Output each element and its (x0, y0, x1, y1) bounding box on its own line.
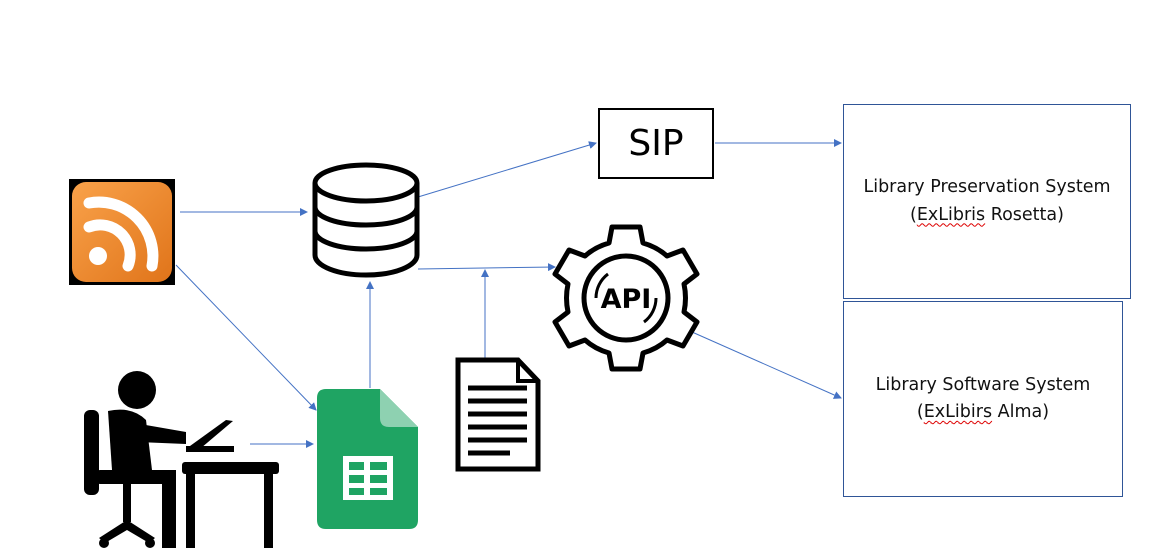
api-gear-icon: API (552, 224, 700, 372)
person-at-laptop-icon (84, 371, 279, 548)
preservation-system-box: Library Preservation System (ExLibris Ro… (843, 104, 1131, 299)
preservation-product: Rosetta) (985, 204, 1064, 225)
database-icon (312, 162, 420, 278)
spreadsheet-icon (317, 389, 418, 529)
rss-feed-icon (69, 179, 175, 285)
software-system-box: Library Software System (ExLibirs Alma) (843, 301, 1123, 497)
sip-box: SIP (598, 108, 714, 179)
arrow-database-to-sip (417, 141, 597, 198)
arrow-database-to-api (417, 263, 556, 272)
preservation-paren: ( (910, 204, 917, 225)
api-label: API (601, 284, 652, 315)
preservation-line1: Library Preservation System (863, 177, 1111, 198)
document-icon (455, 357, 541, 472)
arrow-api-to-software (691, 331, 842, 399)
sip-label: SIP (628, 123, 684, 164)
preservation-system-label: Library Preservation System (ExLibris Ro… (863, 174, 1110, 228)
software-product: Alma) (992, 402, 1050, 422)
software-line1: Library Software System (875, 374, 1091, 395)
preservation-vendor: ExLibris (916, 204, 986, 225)
arrow-rss-to-spreadsheet (175, 264, 317, 411)
software-system-label: Library Software System (ExLibirs Alma) (876, 372, 1091, 426)
software-vendor: ExLibirs (923, 402, 993, 422)
software-paren: ( (916, 402, 924, 422)
